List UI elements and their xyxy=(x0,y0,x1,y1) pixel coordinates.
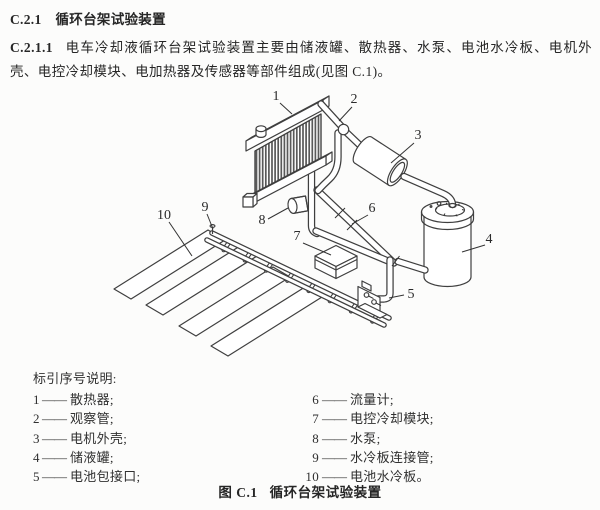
bracket-bolt xyxy=(371,299,377,305)
section-title: 循环台架试验装置 xyxy=(55,12,166,27)
legend-item-number: 2 xyxy=(33,411,40,427)
callout-3-leader xyxy=(390,142,415,164)
legend-item-label: 电控冷却模块; xyxy=(350,411,434,427)
legend-item-label: 流量计; xyxy=(350,392,394,407)
legend-item-number: 3 xyxy=(33,430,40,446)
legend-item: 1——散热器; xyxy=(33,390,302,409)
legend-dash: —— xyxy=(322,430,347,446)
legend-title: 标引序号说明: xyxy=(33,371,117,386)
reservoir-tank xyxy=(420,200,475,288)
legend-dash: —— xyxy=(42,430,67,446)
tank-bolt-dot xyxy=(429,205,433,208)
legend-item: 8——水泵; xyxy=(302,429,582,448)
legend-item-label: 水冷板连接管; xyxy=(350,449,434,465)
legend-item: 3——电机外壳; xyxy=(33,429,302,448)
callout-1: 1 xyxy=(273,89,280,104)
battery-pack-port-bracket xyxy=(357,280,388,319)
legend-item: 2——观察管; xyxy=(33,409,302,428)
cooling-module-box xyxy=(314,244,358,280)
callout-1-leader xyxy=(279,102,293,115)
water-pump xyxy=(287,195,309,214)
callout-9-leader xyxy=(206,213,214,230)
legend-dash: —— xyxy=(42,469,67,485)
legend-column-right: 6——流量计; 7——电控冷却模块; 8——水泵; 9——水冷板连接管; 10—… xyxy=(302,390,582,486)
legend-item: 4——储液罐; xyxy=(33,448,302,467)
legend-item: 6——流量计; xyxy=(302,390,582,409)
legend-dash: —— xyxy=(42,449,67,465)
callout-2-leader xyxy=(338,106,353,122)
legend-item-number: 10 xyxy=(305,469,319,485)
legend-item-label: 电池水冷板。 xyxy=(350,469,430,485)
legend-item-number: 4 xyxy=(33,449,40,465)
callout-7-leader xyxy=(302,242,332,256)
section-number: C.2.1 xyxy=(10,12,42,27)
legend-item-label: 电机外壳; xyxy=(70,430,128,446)
callout-5-leader xyxy=(388,294,405,299)
legend-item-label: 电池包接口; xyxy=(70,469,141,485)
callout-4: 4 xyxy=(486,232,493,247)
callout-5: 5 xyxy=(408,287,415,302)
filler-cap xyxy=(255,125,267,139)
legend-item: 9——水冷板连接管; xyxy=(302,448,582,467)
callout-9: 9 xyxy=(202,200,209,215)
legend-dash: —— xyxy=(322,469,347,485)
legend-item-number: 7 xyxy=(312,411,319,427)
callout-3: 3 xyxy=(415,128,422,143)
legend-dash: —— xyxy=(42,392,67,407)
legend-column-left: 1——散热器; 2——观察管; 3——电机外壳; 4——储液罐; 5——电池包接… xyxy=(33,390,302,486)
callout-10-leader xyxy=(168,221,193,257)
legend-dash: —— xyxy=(322,411,347,427)
tank-bottom-piping xyxy=(374,255,429,303)
flow-meter-pipe xyxy=(313,129,398,267)
callout-2: 2 xyxy=(351,92,358,107)
figure-caption-number: 图 C.1 xyxy=(218,485,258,500)
callout-6: 6 xyxy=(369,201,376,216)
battery-cooling-plates xyxy=(113,229,323,357)
section-heading: C.2.1 循环台架试验装置 xyxy=(10,8,166,28)
legend-dash: —— xyxy=(322,392,347,407)
cold-plate-manifold xyxy=(204,224,392,328)
legend-item: 7——电控冷却模块; xyxy=(302,409,582,428)
callout-8: 8 xyxy=(259,213,266,228)
legend-item-label: 储液罐; xyxy=(70,449,114,465)
legend-item: 5——电池包接口; xyxy=(33,467,302,486)
lower-diagonal-pipe xyxy=(312,227,392,265)
legend-item-label: 散热器; xyxy=(70,392,114,407)
callout-7: 7 xyxy=(294,229,301,244)
radiator xyxy=(242,95,333,208)
pipe-coupling xyxy=(391,255,400,267)
motor-to-tank-pipe xyxy=(400,172,457,209)
legend-item-label: 观察管; xyxy=(70,411,114,427)
bracket-bolt xyxy=(363,292,370,298)
callout-10: 10 xyxy=(157,208,171,223)
motor-housing xyxy=(352,135,408,187)
legend-item-label: 水泵; xyxy=(350,430,381,446)
callouts: 1 2 3 4 5 6 7 8 9 10 xyxy=(157,89,493,302)
legend-dash: —— xyxy=(322,449,347,465)
callout-6-leader xyxy=(351,214,369,225)
ball-joint xyxy=(337,123,350,136)
legend-dash: —— xyxy=(42,411,67,427)
callout-8-leader xyxy=(267,207,289,220)
clause-number: C.2.1.1 xyxy=(10,40,53,55)
legend-item-number: 9 xyxy=(312,449,319,465)
legend-item-number: 1 xyxy=(33,392,40,407)
clause-text: 电车冷却液循环台架试验装置主要由储液罐、散热器、水泵、电池水冷板、电机外壳、电控… xyxy=(10,40,592,80)
figure-caption-title: 循环台架试验装置 xyxy=(269,485,382,500)
figure-caption: 图 C.1 循环台架试验装置 xyxy=(0,481,600,501)
legend-item-number: 5 xyxy=(33,469,40,485)
legend-item-number: 8 xyxy=(312,430,319,446)
callout-4-leader xyxy=(461,244,486,253)
figure-legend: 标引序号说明: 1——散热器; 2——观察管; 3——电机外壳; 4——储液罐;… xyxy=(33,368,582,486)
legend-item: 10——电池水冷板。 xyxy=(302,467,582,486)
legend-item-number: 6 xyxy=(312,392,319,407)
